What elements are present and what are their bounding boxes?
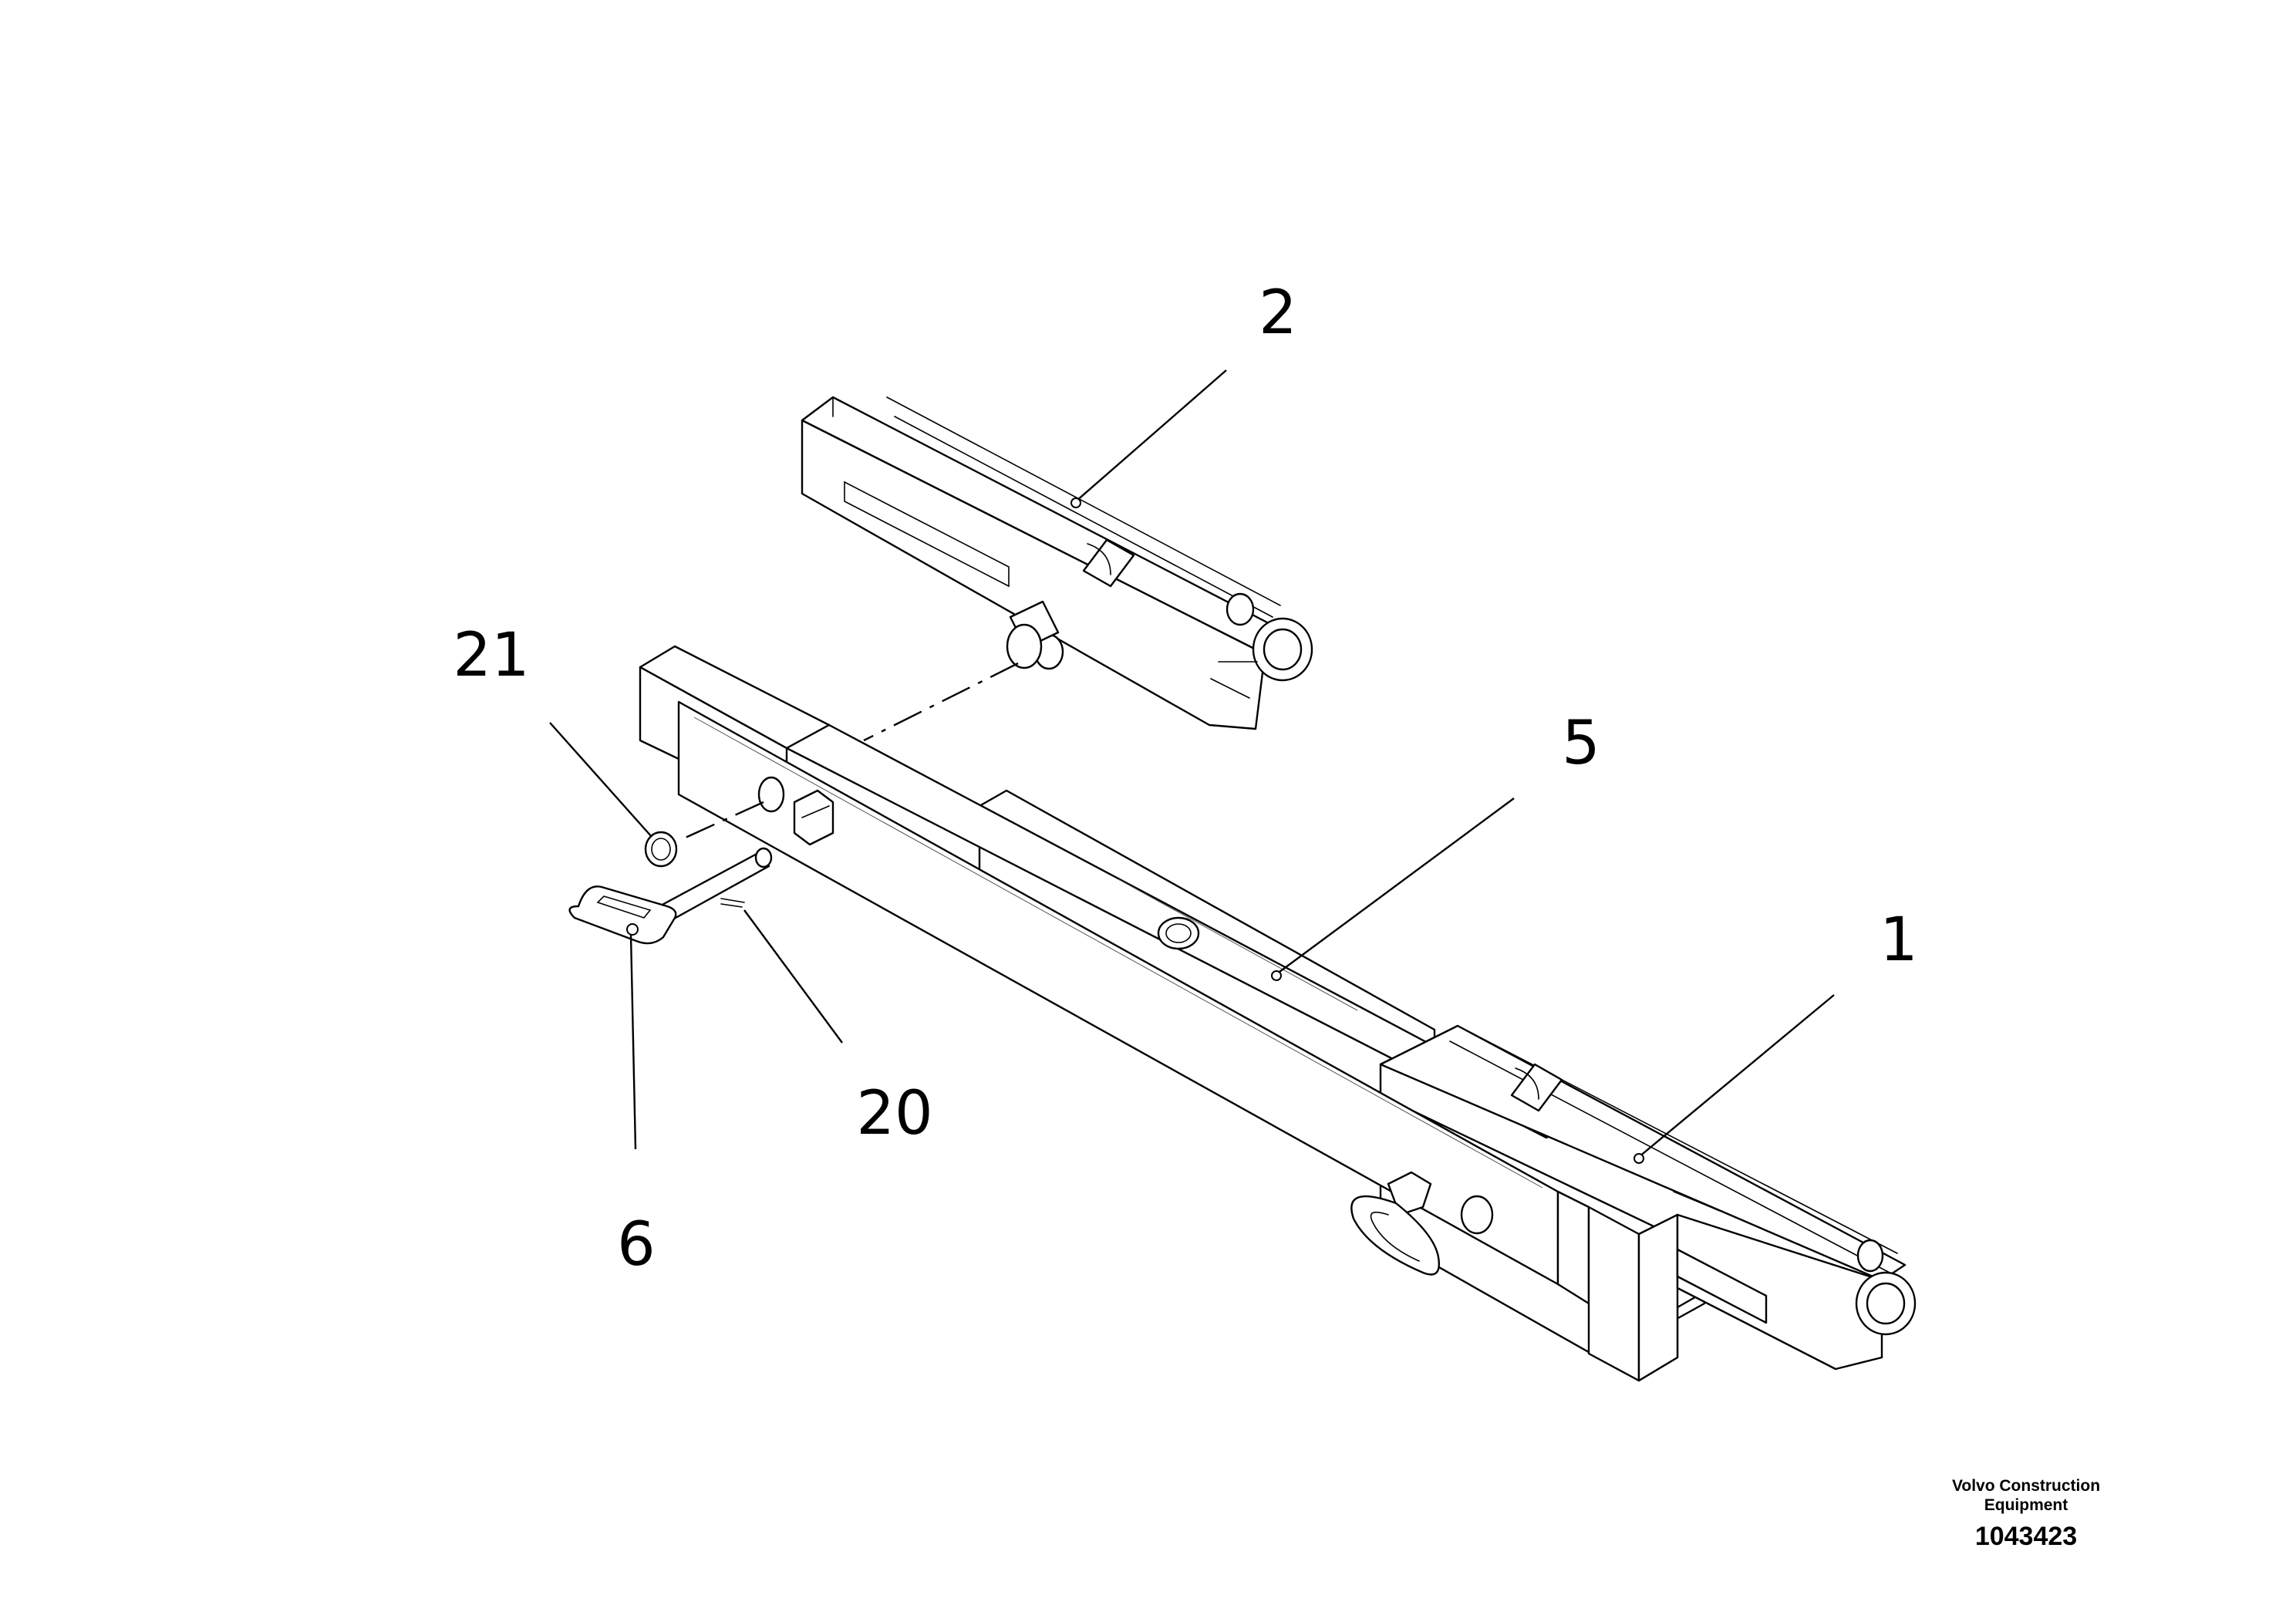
callout-6: 6: [617, 1210, 656, 1280]
centre-line-pin-lower: [678, 801, 764, 842]
retaining-ring: [644, 831, 678, 868]
leader-20: [743, 909, 843, 1044]
callout-20: 20: [856, 1079, 932, 1148]
ref-dot-1: [1633, 1153, 1644, 1164]
lock-handle-lower: [1350, 1171, 1440, 1276]
locking-pin: [568, 847, 773, 945]
centre-line-pin-upper: [863, 662, 1019, 742]
callout-21: 21: [453, 621, 529, 690]
brand-line-2: Equipment: [1984, 1496, 2068, 1514]
leader-21: [549, 722, 652, 838]
leader-1: [1638, 994, 1835, 1158]
split-pin: [720, 898, 745, 908]
callout-2: 2: [1259, 278, 1297, 348]
main-beam: [639, 645, 1706, 1382]
callout-5: 5: [1562, 709, 1600, 778]
pin-upper: [1006, 600, 1060, 669]
ref-dot-5: [1271, 970, 1282, 981]
leader-2: [1075, 369, 1227, 502]
slide-bracket-upper: [801, 396, 1313, 730]
leader-6: [629, 934, 637, 1150]
callout-1: 1: [1880, 905, 1918, 975]
ref-dot-2: [1070, 497, 1081, 508]
latch-bracket: [793, 789, 834, 846]
drawing-number: 1043423: [1975, 1522, 2077, 1551]
leader-5: [1276, 798, 1515, 975]
brand-line-1: Volvo Construction: [1952, 1477, 2100, 1495]
